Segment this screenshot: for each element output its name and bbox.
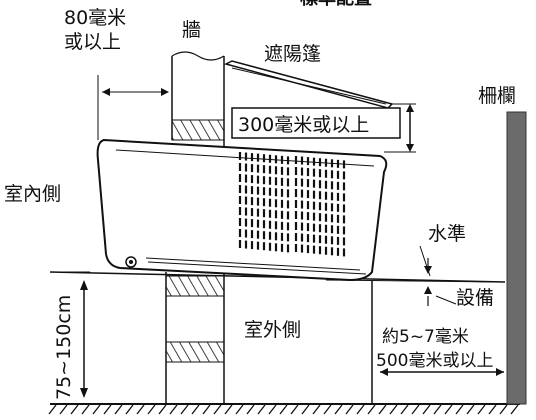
wall-gap-label: 80毫米 xyxy=(64,7,126,29)
fence xyxy=(506,111,527,405)
outdoor-stand xyxy=(49,271,506,404)
ground xyxy=(48,403,520,415)
indoor-unit xyxy=(96,138,388,282)
unit-indicator xyxy=(125,256,137,268)
outdoor-label: 室外側 xyxy=(244,319,301,341)
level-line xyxy=(325,245,501,306)
top-title-cut: 標準配置 xyxy=(300,0,372,9)
wall-gap-label-2: 或以上 xyxy=(64,31,121,53)
awning-gap-label-box xyxy=(231,107,401,139)
awning-gap-dimension xyxy=(384,103,416,153)
awning-label: 遮陽篷 xyxy=(264,43,321,65)
wall-label: 牆 xyxy=(182,19,201,41)
height-label: 75~150cm xyxy=(53,295,75,400)
fence-label: 柵欄 xyxy=(478,85,516,107)
fence-gap-label: 500毫米或以上 xyxy=(376,351,493,371)
awning xyxy=(223,60,394,109)
wall xyxy=(171,51,225,146)
level-label: 水準 xyxy=(428,223,466,245)
equipment-label: 設備 xyxy=(456,287,494,309)
indoor-label: 室內側 xyxy=(4,183,61,205)
fence-gap-dimension xyxy=(380,368,504,376)
height-dimension xyxy=(54,271,90,398)
awning-gap-label: 300毫米或以上 xyxy=(238,114,369,136)
tilt-label: 約5~7毫米 xyxy=(382,327,469,347)
wall-gap-dimension xyxy=(97,75,169,140)
